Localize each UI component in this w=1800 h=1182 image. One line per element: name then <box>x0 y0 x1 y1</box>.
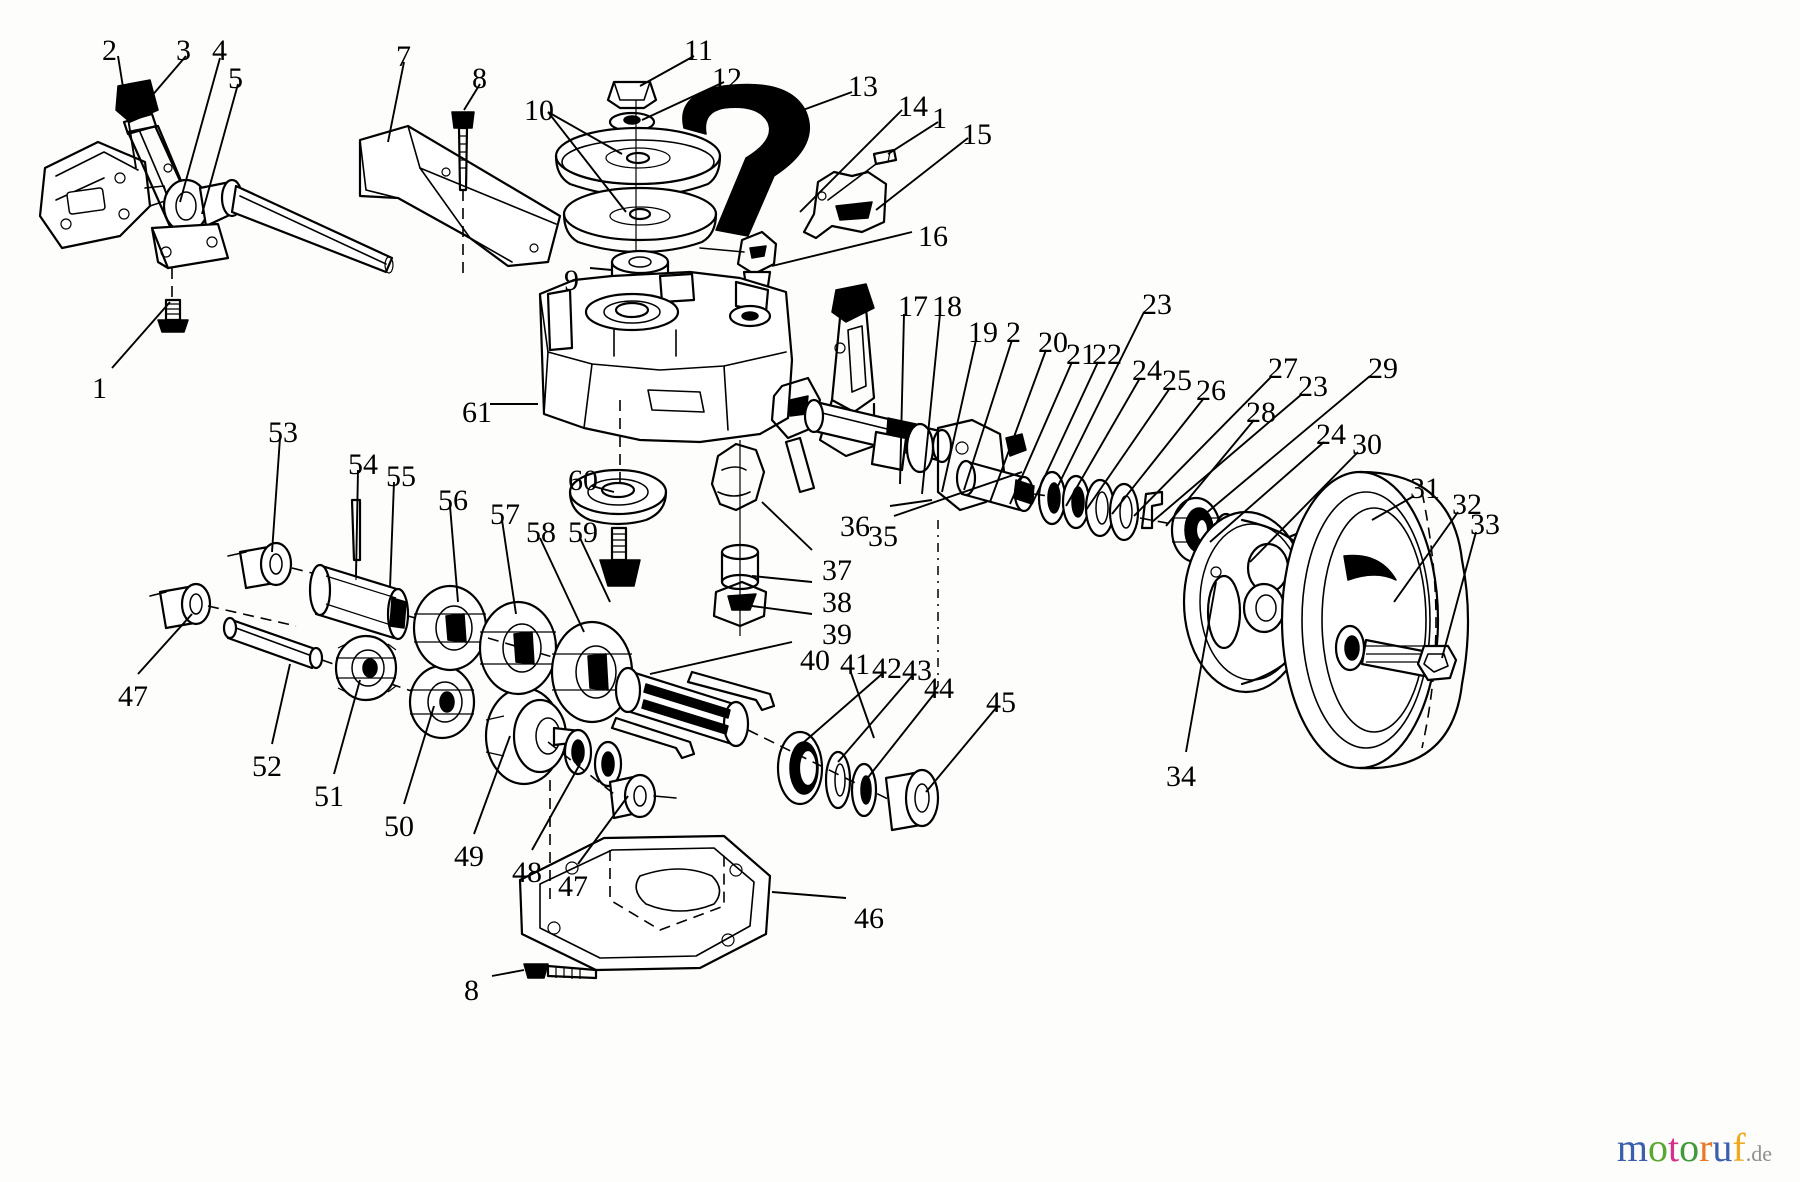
callout-number-49: 49 <box>454 840 484 873</box>
callout-number-19: 19 <box>968 316 998 349</box>
watermark-letter-m: m <box>1616 1125 1648 1170</box>
motoruf-watermark: motoruf.de <box>1617 1128 1772 1168</box>
callout-number-4: 4 <box>212 34 227 67</box>
callout-number-52: 52 <box>252 750 282 783</box>
callout-number-21: 21 <box>1066 338 1096 371</box>
part-group-upper-left <box>38 79 394 333</box>
callout-number-22: 22 <box>1092 338 1122 371</box>
callout-number-35: 35 <box>868 520 898 553</box>
callout-number-17: 17 <box>898 290 928 323</box>
callout-number-57: 57 <box>490 498 520 531</box>
watermark-letter-t: t <box>1667 1125 1680 1170</box>
callout-number-7: 7 <box>396 40 411 73</box>
callout-number-54: 54 <box>348 448 378 481</box>
callout-number-36: 36 <box>840 510 870 543</box>
callout-number-12: 12 <box>712 62 742 95</box>
callout-number-27: 27 <box>1268 352 1298 385</box>
callout-number-33: 33 <box>1470 508 1500 541</box>
callout-number-43: 43 <box>902 654 932 687</box>
callout-number-30: 30 <box>1352 428 1382 461</box>
callout-number-1: 1 <box>932 102 947 135</box>
callout-number-23: 23 <box>1298 370 1328 403</box>
watermark-letter-u: u <box>1712 1125 1733 1170</box>
callout-number-18: 18 <box>932 290 962 323</box>
callout-number-37: 37 <box>822 554 852 587</box>
callout-number-23: 23 <box>1142 288 1172 321</box>
callout-number-47: 47 <box>118 680 148 713</box>
part-group-37-38-39 <box>710 440 768 636</box>
part-group-gear-train <box>149 498 677 820</box>
watermark-letter-o2: o <box>1679 1125 1700 1170</box>
callout-number-2: 2 <box>1006 316 1021 349</box>
part-belt-13 <box>682 83 810 237</box>
callout-number-13: 13 <box>848 70 878 103</box>
callout-number-61: 61 <box>462 396 492 429</box>
callout-number-3: 3 <box>176 34 191 67</box>
callout-number-41: 41 <box>840 648 870 681</box>
watermark-domain-suffix: .de <box>1745 1141 1772 1166</box>
callout-number-38: 38 <box>822 586 852 619</box>
callout-number-46: 46 <box>854 902 884 935</box>
callout-number-45: 45 <box>986 686 1016 719</box>
watermark-letter-r: r <box>1699 1125 1713 1170</box>
callout-number-28: 28 <box>1246 396 1276 429</box>
callout-number-14: 14 <box>898 90 928 123</box>
callout-number-42: 42 <box>872 652 902 685</box>
callout-number-15: 15 <box>962 118 992 151</box>
callout-number-26: 26 <box>1196 374 1226 407</box>
callout-number-1: 1 <box>92 372 107 405</box>
callout-number-5: 5 <box>228 62 243 95</box>
callout-number-32: 32 <box>1452 488 1482 521</box>
callout-number-9: 9 <box>564 264 579 297</box>
callout-number-8: 8 <box>464 974 479 1007</box>
callout-number-24: 24 <box>1316 418 1346 451</box>
callout-number-8: 8 <box>472 62 487 95</box>
callout-number-11: 11 <box>684 34 713 67</box>
part-gear-case-61 <box>538 270 794 587</box>
callout-number-20: 20 <box>1038 326 1068 359</box>
part-group-40-45 <box>610 520 940 832</box>
callout-number-47: 47 <box>558 870 588 903</box>
callout-number-58: 58 <box>526 516 556 549</box>
part-group-bracket-7 <box>358 111 562 280</box>
callout-number-44: 44 <box>924 672 954 705</box>
leader-lines <box>111 55 1477 977</box>
callout-number-48: 48 <box>512 856 542 889</box>
callout-number-24: 24 <box>1132 354 1162 387</box>
callout-number-55: 55 <box>386 460 416 493</box>
callout-number-50: 50 <box>384 810 414 843</box>
callout-number-60: 60 <box>568 464 598 497</box>
watermark-letter-f: f <box>1732 1125 1746 1170</box>
part-wheel-31 <box>1280 470 1470 770</box>
callout-number-56: 56 <box>438 484 468 517</box>
part-group-pulleys <box>554 80 722 313</box>
watermark-letter-o1: o <box>1647 1125 1668 1170</box>
callout-number-10: 10 <box>524 94 554 127</box>
callout-number-16: 16 <box>918 220 948 253</box>
callout-number-34: 34 <box>1166 760 1196 793</box>
callout-number-2: 2 <box>102 34 117 67</box>
callout-number-29: 29 <box>1368 352 1398 385</box>
callout-number-25: 25 <box>1162 364 1192 397</box>
callout-number-31: 31 <box>1410 472 1440 505</box>
callout-number-51: 51 <box>314 780 344 813</box>
part-cover-46 <box>518 780 772 980</box>
callout-number-39: 39 <box>822 618 852 651</box>
callout-number-53: 53 <box>268 416 298 449</box>
callout-number-59: 59 <box>568 516 598 549</box>
callout-number-40: 40 <box>800 644 830 677</box>
